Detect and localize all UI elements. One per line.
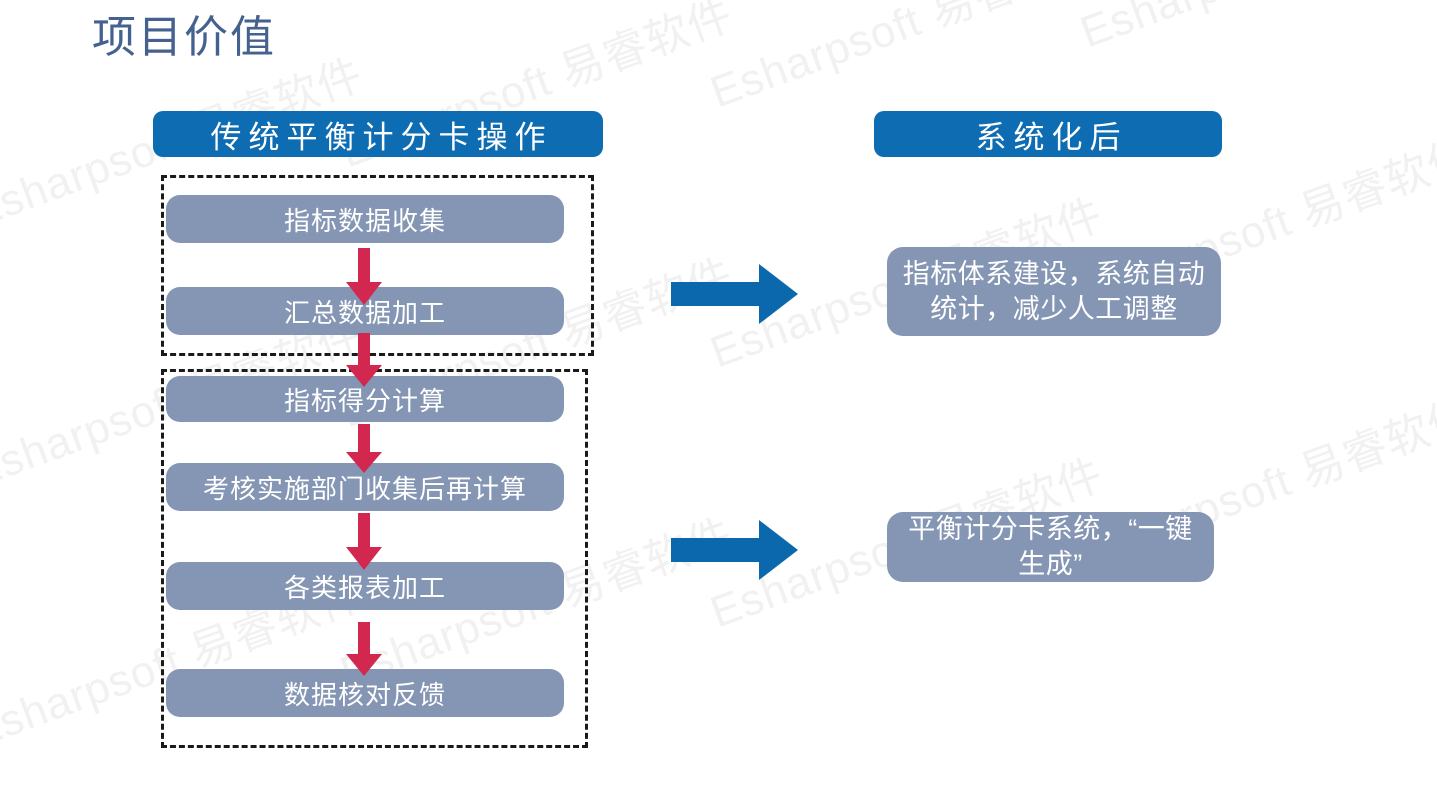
- down-arrow-icon: [345, 622, 383, 677]
- flow-step-indicator-data-collection: 指标数据收集: [166, 195, 564, 243]
- down-arrow-icon: [345, 513, 383, 571]
- watermark-text: Esharpsoft 易睿软件: [1070, 0, 1437, 60]
- flow-step-data-verification-feedback: 数据核对反馈: [166, 669, 564, 717]
- down-arrow-icon: [345, 333, 383, 388]
- result-box-indicator-system: 指标体系建设，系统自动统计，减少人工调整: [887, 247, 1221, 336]
- banner-systemized: 系统化后: [874, 111, 1222, 157]
- result-box-one-click: 平衡计分卡系统，“一键生成”: [887, 512, 1214, 582]
- flow-step-report-processing: 各类报表加工: [166, 562, 564, 610]
- watermark-text: Esharpsoft 易睿软件: [704, 0, 1110, 118]
- page-title: 项目价值: [92, 13, 276, 62]
- down-arrow-icon: [345, 424, 383, 474]
- right-arrow-icon: [671, 262, 799, 326]
- banner-traditional-process: 传统平衡计分卡操作: [153, 111, 603, 157]
- right-arrow-icon: [671, 518, 799, 582]
- dashed-group-data-collection: [161, 175, 594, 356]
- down-arrow-icon: [345, 248, 383, 306]
